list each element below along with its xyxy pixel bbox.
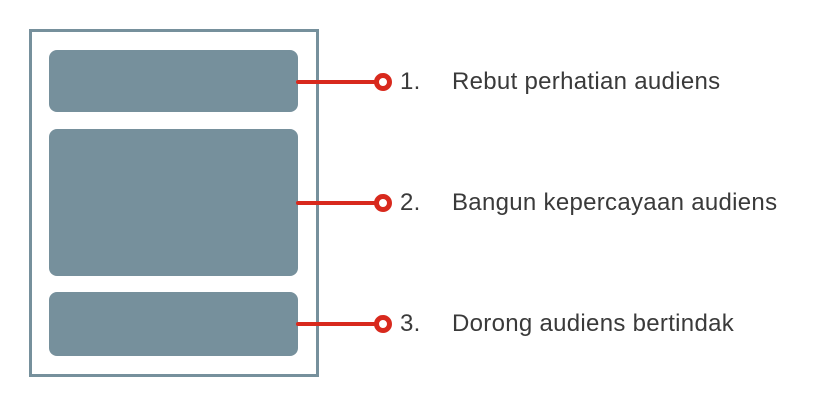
connector-line-2 [296,201,376,205]
step-number-1: 1. [400,68,421,95]
step-label-2: 2. Bangun kepercayaan audiens [400,186,777,220]
step-text-1: Rebut perhatian audiens [452,68,721,95]
content-block-3 [49,292,298,356]
content-block-2 [49,129,298,276]
connector-line-1 [296,80,376,84]
step-text-2: Bangun kepercayaan audiens [452,189,778,216]
step-number-2: 2. [400,189,421,216]
ring-marker-icon-1 [374,73,392,91]
connector-line-3 [296,322,376,326]
step-label-3: 3. Dorong audiens bertindak [400,307,734,341]
step-label-1: 1. Rebut perhatian audiens [400,65,720,99]
ring-marker-icon-2 [374,194,392,212]
step-text-3: Dorong audiens bertindak [452,310,735,337]
step-number-3: 3. [400,310,421,337]
ring-marker-icon-3 [374,315,392,333]
content-block-1 [49,50,298,112]
